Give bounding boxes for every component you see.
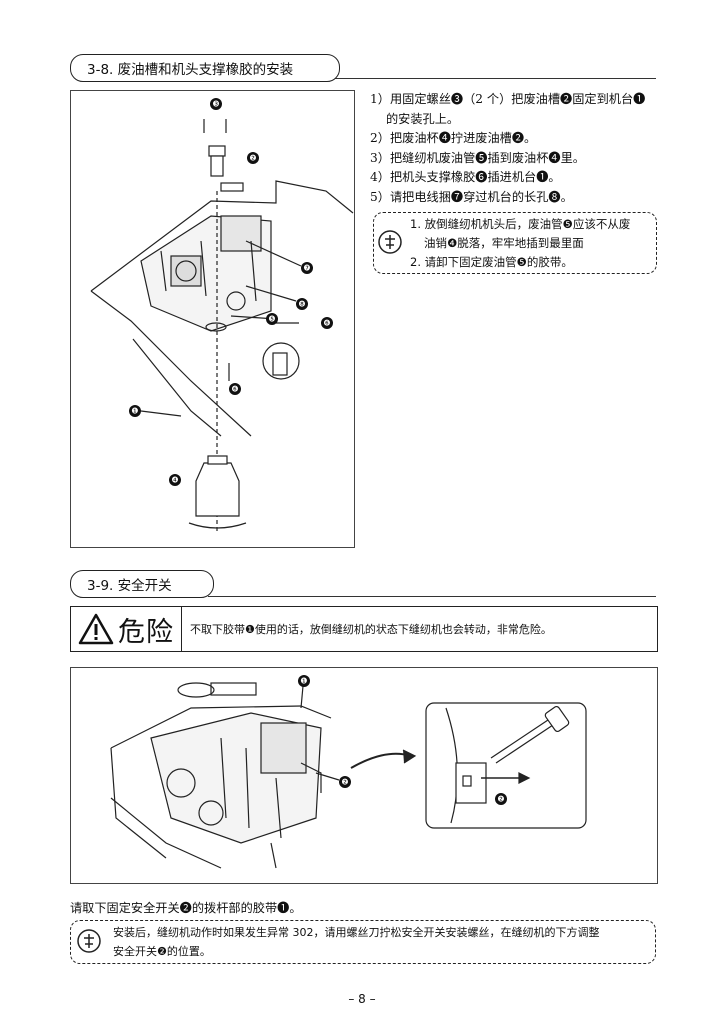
step-line: 4）把机头支撑橡胶❻插进机台❶。	[370, 170, 561, 184]
section-heading-text: 3-9. 安全开关	[87, 578, 172, 594]
page-number: – 8 –	[348, 992, 376, 1006]
note-line: 安装后，缝纫机动作时如果发生异常 302，请用螺丝刀拧松安全开关安装螺丝，在缝纫…	[113, 926, 600, 939]
danger-word: 危险	[118, 616, 174, 648]
step-line: 的安装孔上。	[386, 111, 460, 126]
callout-5: ❺	[268, 315, 275, 324]
callout-8: ❽	[298, 300, 305, 309]
safety-switch-caption: 请取下固定安全开关❷的拨杆部的胶带❶。	[70, 901, 302, 915]
figure-oil-reservoir: ❸ ❷ ❼ ❽ ❺ ❻ ❻ ❶ ❹	[70, 90, 355, 548]
caution-icon	[378, 229, 402, 255]
callout-4: ❹	[171, 476, 178, 485]
figure-safety-switch: ❶ ❷ ❷	[70, 667, 658, 884]
callout-3: ❸	[212, 100, 219, 109]
section-heading-3-9: 3-9. 安全开关	[70, 570, 214, 598]
callout-2-inset: ❷	[497, 795, 504, 804]
step-line: 5）请把电线捆❼穿过机台的长孔❽。	[370, 189, 573, 204]
callout-2: ❷	[249, 154, 256, 163]
oil-reservoir-illustration: ❸ ❷ ❼ ❽ ❺ ❻ ❻ ❶ ❹	[90, 98, 354, 531]
callout-1: ❶	[300, 677, 307, 686]
warning-triangle-icon	[78, 613, 114, 645]
note-line: 1. 放倒缝纫机机头后，废油管❺应该不从废	[410, 217, 631, 231]
section-rule	[208, 596, 656, 597]
step-line: 1）用固定螺丝❸（2 个）把废油槽❷固定到机台❶	[370, 92, 646, 106]
callout-7: ❼	[303, 264, 310, 273]
danger-label-cell: 危险	[71, 607, 182, 651]
callout-6-right: ❻	[323, 319, 330, 328]
caution-note-1: 1. 放倒缝纫机机头后，废油管❺应该不从废 油销❹脱落，牢牢地插到最里面 2. …	[373, 212, 657, 274]
callout-6-lower: ❻	[231, 385, 238, 394]
caution-icon	[77, 928, 101, 954]
danger-box: 危险 不取下胶带❶使用的话，放倒缝纫机的状态下缝纫机也会转动，非常危险。	[70, 606, 658, 652]
callout-2: ❷	[341, 778, 348, 787]
note-line: 安全开关❷的位置。	[113, 945, 211, 958]
section-heading-3-8: 3-8. 废油槽和机头支撑橡胶的安装	[70, 54, 340, 82]
section-heading-text: 3-8. 废油槽和机头支撑橡胶的安装	[87, 62, 294, 78]
callout-1: ❶	[131, 407, 138, 416]
note-line: 油销❹脱落，牢牢地插到最里面	[424, 236, 584, 250]
installation-steps: 1）用固定螺丝❸（2 个）把废油槽❷固定到机台❶ 的安装孔上。 2）把废油杯❹拧…	[370, 90, 660, 207]
step-line: 3）把缝纫机废油管❺插到废油杯❹里。	[370, 150, 585, 165]
safety-switch-illustration: ❶ ❷ ❷	[110, 675, 587, 869]
section-rule	[330, 78, 656, 79]
caution-note-2: 安装后，缝纫机动作时如果发生异常 302，请用螺丝刀拧松安全开关安装螺丝，在缝纫…	[70, 920, 656, 964]
note-line: 2. 请卸下固定废油管❺的胶带。	[410, 255, 573, 269]
danger-text: 不取下胶带❶使用的话，放倒缝纫机的状态下缝纫机也会转动，非常危险。	[190, 623, 552, 636]
step-line: 2）把废油杯❹拧进废油槽❷。	[370, 131, 537, 145]
